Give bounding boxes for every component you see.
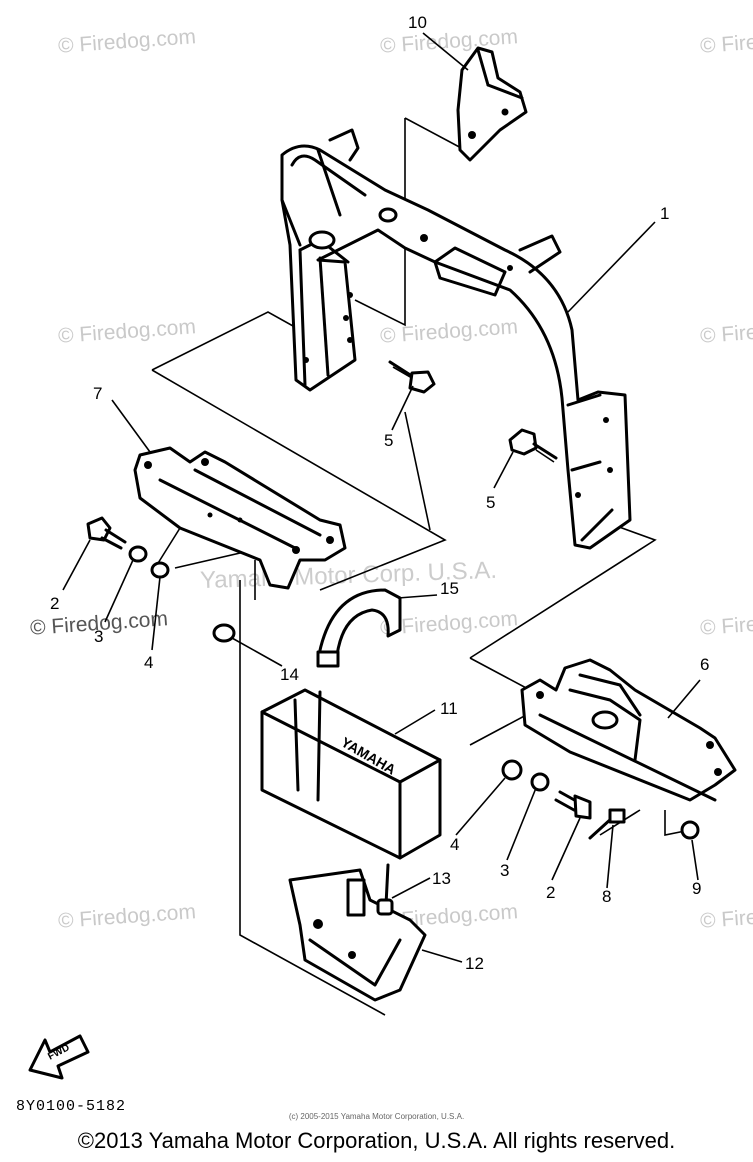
part-6-bracket (520, 658, 737, 802)
callout-9: 9 (692, 879, 702, 898)
forward-arrow-icon: FWD (28, 1034, 90, 1080)
part-9-washer (680, 820, 700, 840)
part-15-strap (316, 588, 402, 668)
callout-15: 15 (440, 579, 459, 598)
washer-4-left (150, 561, 170, 579)
callout-4-left: 4 (144, 653, 154, 672)
callout-7: 7 (93, 384, 103, 403)
part-14-grommet (212, 623, 236, 643)
part-1-frame (280, 128, 632, 550)
callout-12: 12 (465, 954, 484, 973)
washer-3-right (530, 772, 550, 792)
washer-4-right (501, 759, 523, 781)
callout-leaders (62, 32, 701, 963)
callout-6: 6 (700, 655, 710, 674)
part-10-bracket (456, 46, 528, 162)
bolt-2-right (554, 790, 592, 820)
small-copyright: (c) 2005-2015 Yamaha Motor Corporation, … (288, 1112, 465, 1121)
callout-5-upper: 5 (384, 431, 394, 450)
callout-14: 14 (280, 665, 299, 684)
callout-8: 8 (602, 887, 612, 906)
bolt-5-upper (388, 360, 436, 394)
callout-2-right: 2 (546, 883, 556, 902)
callout-1: 1 (660, 204, 670, 223)
callout-3-left: 3 (94, 627, 104, 646)
part-12-tray (288, 868, 427, 1002)
callout-3-right: 3 (500, 861, 510, 880)
copyright-footer: ©2013 Yamaha Motor Corporation, U.S.A. A… (77, 1128, 676, 1153)
washer-3-left (128, 545, 148, 563)
part-11-battery: YAMAHA (260, 688, 442, 860)
callout-10: 10 (408, 13, 427, 32)
part-8-pin (588, 808, 626, 840)
part-7-bracket (133, 446, 347, 590)
bolt-5-lower (508, 428, 558, 463)
part-13-pin (376, 863, 394, 916)
callout-13: 13 (432, 869, 451, 888)
callout-4-right: 4 (450, 835, 460, 854)
callout-2-left: 2 (50, 594, 60, 613)
callout-5-lower: 5 (486, 493, 496, 512)
part-code: 8Y0100-5182 (16, 1098, 127, 1115)
bolt-2-left (86, 516, 127, 550)
callout-11: 11 (440, 699, 458, 718)
